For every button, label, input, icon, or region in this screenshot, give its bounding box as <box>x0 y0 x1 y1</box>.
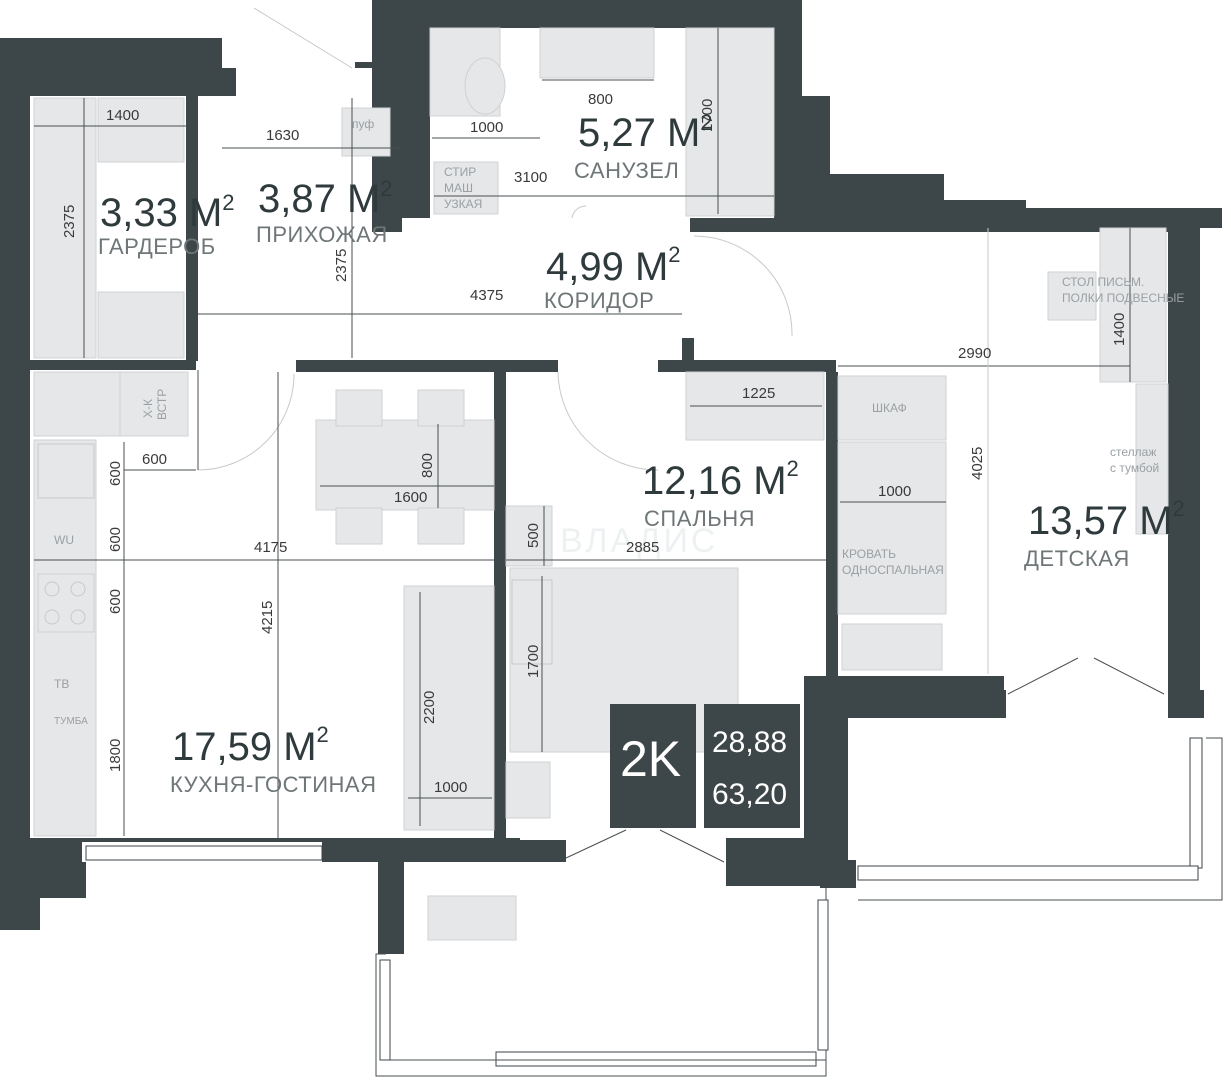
apartment-type: 2K <box>620 731 681 787</box>
walls <box>0 0 1222 954</box>
corridor-area: 4,99 М2 <box>546 242 681 289</box>
dim-label: 1000 <box>434 779 467 796</box>
wardrobe-cabinet-label: ШКАФ <box>872 401 907 415</box>
dim-label: 600 <box>107 589 124 614</box>
dim-label: 2375 <box>333 249 350 282</box>
wardrobe-area: 3,33 М2 <box>100 190 235 235</box>
bed-label: КРОВАТЬ <box>842 547 896 561</box>
tv-label: ТВ <box>54 677 69 691</box>
shelf-label: стеллаж <box>1110 445 1156 459</box>
wc-label: WU <box>54 533 74 547</box>
dim-label: 2200 <box>421 691 438 724</box>
kitchen-name: КУХНЯ-ГОСТИНАЯ <box>170 772 376 797</box>
dim-label: 800 <box>588 91 613 108</box>
furniture <box>33 27 1169 837</box>
door-swings <box>197 7 1165 863</box>
dim-label: 2990 <box>958 345 991 362</box>
watermark: ВЛАДИС <box>560 522 718 560</box>
dimension-labels: 1400 2375 1630 2375 800 1000 1700 3100 4… <box>61 91 1128 796</box>
dim-label: 1700 <box>525 645 542 678</box>
shelf-label: с тумбой <box>1110 461 1159 475</box>
hall-name: ПРИХОЖАЯ <box>256 222 388 247</box>
washer-label: МАШ <box>444 181 473 195</box>
balconies <box>85 737 1223 1077</box>
dim-label: 500 <box>525 523 542 548</box>
dim-label: 600 <box>107 527 124 552</box>
bedroom-area: 12,16 М2 <box>642 456 799 503</box>
dim-label: 3100 <box>514 169 547 186</box>
kitchen-area: 17,59 М2 <box>172 722 329 769</box>
dim-label: 1000 <box>878 483 911 500</box>
desk-label: СТОЛ ПИСЬМ. <box>1062 275 1144 289</box>
bathroom-area: 5,27 М2 <box>578 110 713 155</box>
dim-label: 1400 <box>106 107 139 124</box>
dim-label: 1225 <box>742 385 775 402</box>
fridge-label: ВСТР <box>155 389 169 420</box>
dim-label: 600 <box>142 451 167 468</box>
fridge-label: Х-К <box>141 399 155 418</box>
dim-label: 600 <box>107 461 124 486</box>
dim-label: 1630 <box>266 127 299 144</box>
dim-label: 2375 <box>61 205 78 238</box>
dim-label: 1600 <box>394 489 427 506</box>
dim-label: 1000 <box>470 119 503 136</box>
kids-room-area: 13,57 М2 <box>1028 496 1185 543</box>
hall-area: 3,87 М2 <box>258 176 393 221</box>
furniture-labels: пуф СТИР МАШ УЗКАЯ СТОЛ ПИСЬМ. ПОЛКИ ПОД… <box>54 117 1184 727</box>
dim-label: 1400 <box>1111 313 1128 346</box>
apartment-badge: 2K 28,88 63,20 <box>610 704 800 828</box>
dim-label: 4025 <box>969 447 986 480</box>
dim-label: 1700 <box>699 99 716 132</box>
dim-label: 4375 <box>470 287 503 304</box>
dim-label: 800 <box>419 453 436 478</box>
dim-label: 4175 <box>254 539 287 556</box>
corridor-name: КОРИДОР <box>544 288 654 313</box>
washer-label: УЗКАЯ <box>444 197 482 211</box>
kids-room-name: ДЕТСКАЯ <box>1024 546 1130 571</box>
dim-label: 2885 <box>626 539 659 556</box>
room-labels: 3,33 М2 ГАРДЕРОБ 3,87 М2 ПРИХОЖАЯ 5,27 М… <box>98 110 1185 797</box>
living-area-value: 28,88 <box>712 726 787 759</box>
desk-label: ПОЛКИ ПОДВЕСНЫЕ <box>1062 291 1184 305</box>
dim-label: 4215 <box>259 601 276 634</box>
bedroom-name: СПАЛЬНЯ <box>644 506 755 531</box>
total-area-value: 63,20 <box>712 778 787 811</box>
dimension-lines <box>34 28 1131 838</box>
bed-label: ОДНОСПАЛЬНАЯ <box>842 563 944 577</box>
bathroom-name: САНУЗЕЛ <box>574 158 679 183</box>
tv-stand-label: ТУМБА <box>54 716 88 727</box>
wardrobe-name: ГАРДЕРОБ <box>98 234 216 259</box>
washer-label: СТИР <box>444 165 476 179</box>
puf-label: пуф <box>352 117 374 131</box>
dim-label: 1800 <box>107 739 124 772</box>
